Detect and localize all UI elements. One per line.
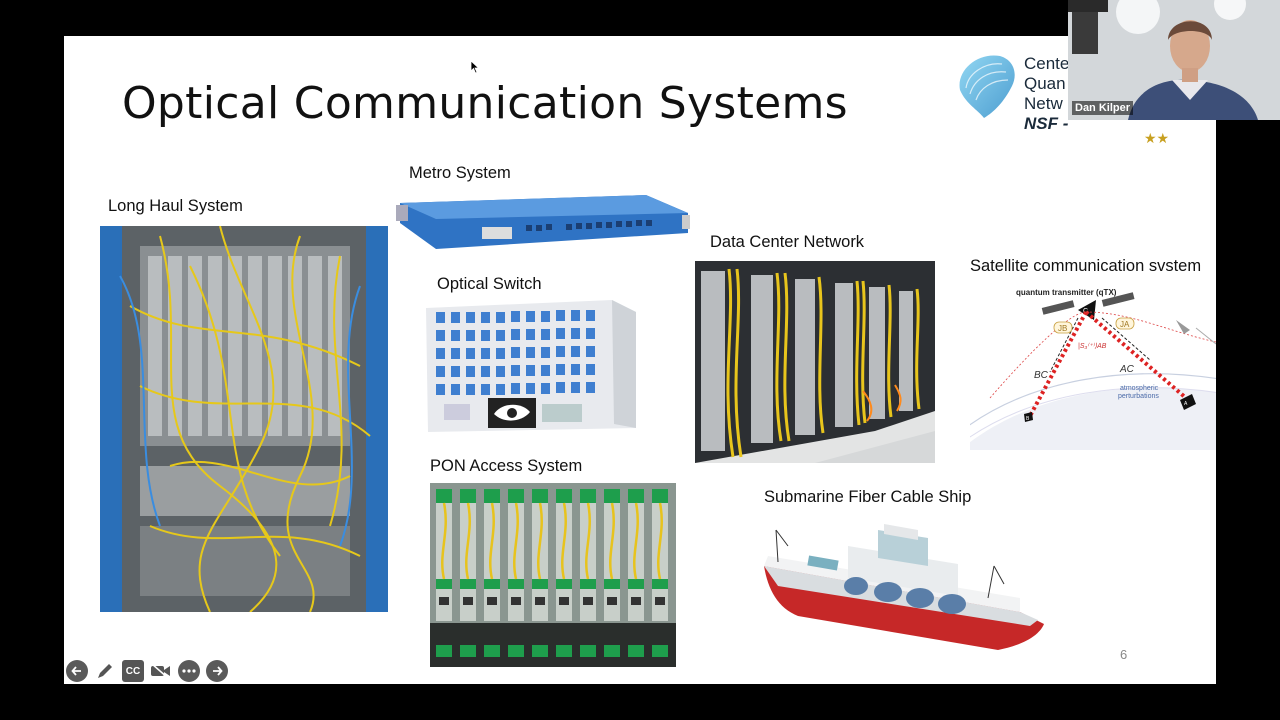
logo-text-line1: Cente bbox=[1024, 54, 1070, 73]
transmitter-label: quantum transmitter (qTX) bbox=[1016, 288, 1117, 297]
long-haul-label: Long Haul System bbox=[108, 197, 243, 215]
arrow-left-icon bbox=[71, 666, 81, 676]
more-icon bbox=[182, 669, 196, 673]
pen-button[interactable] bbox=[94, 660, 116, 682]
data-center-photo bbox=[695, 261, 935, 463]
node-c-label: C bbox=[1083, 308, 1088, 315]
jb-label: JB bbox=[1058, 324, 1067, 333]
more-options-button[interactable] bbox=[178, 660, 200, 682]
participant-video[interactable]: Dan Kilper bbox=[1068, 0, 1280, 120]
stars-icon: ★★ bbox=[1144, 130, 1170, 146]
ac-label: AC bbox=[1119, 364, 1135, 375]
pen-icon bbox=[98, 664, 112, 678]
slide-title: Optical Communication Systems bbox=[122, 78, 848, 129]
quantum-network-logo-icon bbox=[959, 55, 1015, 118]
data-center-label: Data Center Network bbox=[710, 233, 865, 251]
satellite-diagram: C quantum transmitter (qTX) JB JA |S₃⁽⁺⁾… bbox=[970, 282, 1216, 450]
participant-avatar bbox=[1068, 0, 1280, 120]
satellite-icon bbox=[1176, 320, 1190, 334]
logo-text-line2: Quan bbox=[1024, 74, 1066, 93]
metro-system-photo bbox=[396, 191, 692, 253]
optical-switch-photo bbox=[422, 298, 640, 436]
bc-label: BC bbox=[1034, 370, 1049, 381]
optical-switch-label: Optical Switch bbox=[437, 275, 542, 293]
metro-label: Metro System bbox=[409, 164, 511, 182]
pon-label: PON Access System bbox=[430, 457, 583, 475]
long-haul-photo bbox=[100, 226, 388, 612]
pon-access-photo bbox=[430, 483, 676, 667]
center-logo: Cente Quan Netw NSF - ★★ bbox=[954, 50, 1169, 146]
submarine-label: Submarine Fiber Cable Ship bbox=[764, 488, 972, 506]
camera-button[interactable] bbox=[150, 660, 172, 682]
next-slide-button[interactable] bbox=[206, 660, 228, 682]
presentation-toolbar: CC bbox=[66, 660, 228, 682]
satellite-label: Satellite communication svstem bbox=[970, 257, 1202, 275]
ja-label: JA bbox=[1120, 320, 1130, 329]
node-a-label: A bbox=[1184, 401, 1188, 407]
arrow-right-icon bbox=[213, 666, 223, 676]
logo-text-line3: Netw bbox=[1024, 94, 1063, 113]
logo-text-line4: NSF - bbox=[1024, 114, 1069, 133]
previous-slide-button[interactable] bbox=[66, 660, 88, 682]
presentation-slide: Optical Communication Systems Cente Quan… bbox=[64, 36, 1216, 684]
mouse-cursor-icon bbox=[470, 60, 480, 79]
receiver-b-icon bbox=[1024, 412, 1033, 422]
participant-name: Dan Kilper bbox=[1072, 101, 1134, 115]
node-b-label: B bbox=[1026, 416, 1030, 422]
camera-off-icon bbox=[151, 663, 170, 679]
perturbations-label: perturbations bbox=[1118, 393, 1159, 400]
receiver-a-icon bbox=[1180, 394, 1196, 410]
atmospheric-label: atmospheric bbox=[1120, 385, 1159, 392]
cable-ship-illustration bbox=[758, 516, 1048, 656]
page-number: 6 bbox=[1120, 647, 1128, 662]
captions-button[interactable]: CC bbox=[122, 660, 144, 682]
sab-label: |S₃⁽⁺⁾⟩AB bbox=[1078, 342, 1107, 350]
